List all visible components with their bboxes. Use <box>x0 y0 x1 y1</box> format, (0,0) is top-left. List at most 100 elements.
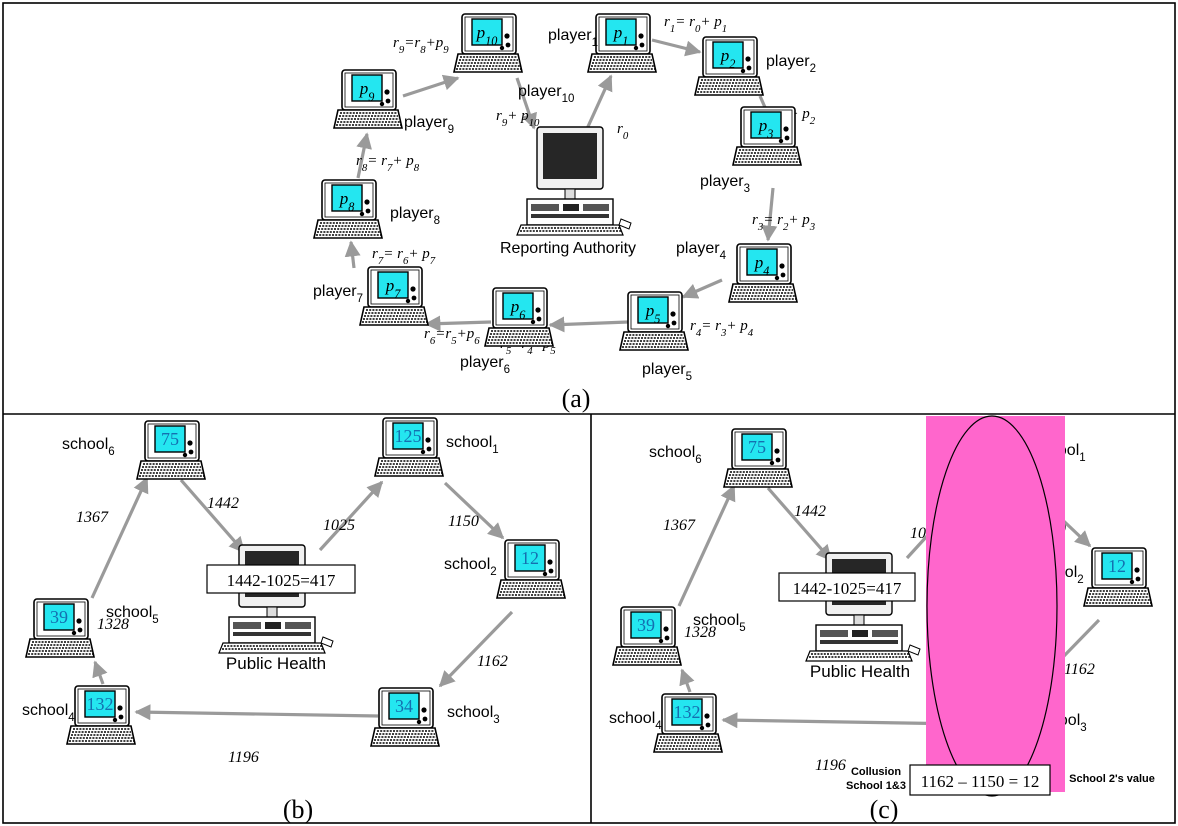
player-2-label: player2 <box>766 53 816 75</box>
edge-label-1: r1= r0+ p1 <box>664 14 727 35</box>
player-7-label: player7 <box>313 283 363 305</box>
public-health-label-b: Public Health <box>226 654 326 673</box>
computation-text-c: 1442-1025=417 <box>793 579 902 598</box>
panel_b-edge-arrow-5 <box>90 476 149 599</box>
player-10-label: player10 <box>518 83 574 105</box>
collusion-result-box <box>909 764 1051 796</box>
panel_c-school-6-value: 75 <box>748 437 766 457</box>
collusion-ellipse <box>926 415 1058 797</box>
panel_b-edge-arrow-6 <box>179 478 246 554</box>
ring-arrow-1 <box>651 38 702 57</box>
panel_c-school-4-label: school4 <box>609 710 662 732</box>
player-6-label: player6 <box>460 354 510 376</box>
ring-arrow-4 <box>681 278 723 299</box>
panel-b-caption: (b) <box>283 795 313 824</box>
edge-label-4: r4= r3+ p4 <box>690 318 754 339</box>
computation-box-c <box>778 572 916 602</box>
panel_b-school-6-label: school6 <box>62 436 115 458</box>
edge-label-10: r9+ p10 <box>496 108 540 129</box>
ring-arrow-7 <box>344 240 361 269</box>
panel_c-edge-label-3: 1196 <box>815 757 846 774</box>
panel_b-school-5-value: 39 <box>50 607 68 627</box>
collusion-label-line2: School 1&3 <box>846 780 906 792</box>
player-6-screen-label: p6 <box>510 297 527 322</box>
player-8-label: player8 <box>390 205 440 227</box>
panel_b-edge-label-2: 1162 <box>477 653 508 670</box>
edge-label-6: r6=r5+p6 <box>424 326 480 347</box>
player-4-screen-label: p4 <box>754 253 770 278</box>
ring-arrow-9 <box>402 74 460 98</box>
school2-value-label: School 2's value <box>1069 773 1155 785</box>
panel_c-school-5-value: 39 <box>637 615 655 635</box>
ring-arrow-3 <box>761 187 778 242</box>
computation-text-b: 1442-1025=417 <box>227 571 336 590</box>
panel_c-school-5-label: school5 <box>693 612 746 634</box>
reporting-authority-desktop-computer-icon <box>516 126 632 236</box>
reporting-authority-label: Reporting Authority <box>500 240 636 257</box>
panel_c-school-4-value: 132 <box>674 702 701 722</box>
panel_b-edge-label-6: 1442 <box>207 495 239 512</box>
computation-box-b <box>206 564 356 594</box>
panel_c-edge-arrow-3 <box>721 712 966 729</box>
panel_b-school-1-label: school1 <box>446 434 499 456</box>
panel_b-edge-arrow-4 <box>92 660 108 685</box>
player-10-screen-label: p10 <box>476 23 498 48</box>
edge-label-0: r0 <box>617 121 629 142</box>
player-3-screen-label: p3 <box>758 116 774 141</box>
player-7-screen-label: p7 <box>385 276 402 301</box>
ring-arrow-8 <box>356 132 372 179</box>
collusion-highlight <box>926 416 1065 792</box>
panel_c-edge-label-4: 1328 <box>684 624 716 641</box>
panel_b-edge-arrow-1 <box>443 481 505 540</box>
panel_b-school-4-value: 132 <box>87 694 114 714</box>
player-3-label: player3 <box>700 173 750 195</box>
ring-arrow-10 <box>515 77 537 130</box>
player-5-label: player5 <box>642 361 692 383</box>
panel_b-edge-arrow-2 <box>438 610 514 688</box>
player-4-label: player4 <box>676 240 727 262</box>
panel_b-school-2-value: 12 <box>521 548 539 568</box>
panel_b-school-5-label: school5 <box>106 604 159 626</box>
public-health-label-c: Public Health <box>810 662 910 681</box>
panel_b-school-2-label: school2 <box>444 556 497 578</box>
panel_b-school-1-value: 125 <box>395 426 422 446</box>
ring-arrow-6 <box>424 315 492 332</box>
ring-arrow-5 <box>548 316 629 333</box>
panel-a-caption: (a) <box>562 384 591 413</box>
panel_c-school-6-label: school6 <box>649 444 702 466</box>
panel_b-school-3-value: 34 <box>395 696 413 716</box>
panel_b-edge-arrow-3 <box>134 704 379 721</box>
panel-c-caption: (c) <box>870 795 899 824</box>
player-9-label: player9 <box>404 114 454 136</box>
panel_b-edge-label-4: 1328 <box>97 616 129 633</box>
player-5-screen-label: p5 <box>645 301 661 326</box>
panel_b-school-6-value: 75 <box>161 429 179 449</box>
panel_b-edge-label-5: 1367 <box>76 509 109 526</box>
collusion-label-line1: Collusion <box>851 766 901 778</box>
panel_c-edge-arrow-4 <box>679 668 695 693</box>
panel_c-edge-arrow-5 <box>677 484 736 607</box>
panel_b-public-health-desktop-computer-icon <box>218 544 334 654</box>
panel_c-school-2-value: 12 <box>1108 556 1126 576</box>
player-8-screen-label: p8 <box>339 189 355 214</box>
panel_c-edge-arrow-6 <box>766 486 833 562</box>
panel_b-edge-label-3: 1196 <box>228 749 259 766</box>
panel_b-school-3-label: school3 <box>447 704 500 726</box>
edge-label-9: r9=r8+p9 <box>393 35 449 56</box>
edge-label-7: r7= r6+ p7 <box>372 246 436 267</box>
panel_c-edge-label-5: 1367 <box>663 517 696 534</box>
panel_c-edge-label-2: 1162 <box>1064 661 1095 678</box>
collusion-result-text: 1162 – 1150 = 12 <box>921 772 1040 791</box>
panel_b-school-4-label: school4 <box>22 702 75 724</box>
player-1-label: player1 <box>548 27 598 49</box>
panel_c-edge-label-6: 1442 <box>794 503 826 520</box>
panel_b-edge-arrow-0 <box>318 480 384 552</box>
edge-label-8: r8= r7+ p8 <box>356 153 420 174</box>
edge-label-3: r3= r2+ p3 <box>752 212 816 233</box>
player-1-screen-label: p1 <box>613 23 629 48</box>
